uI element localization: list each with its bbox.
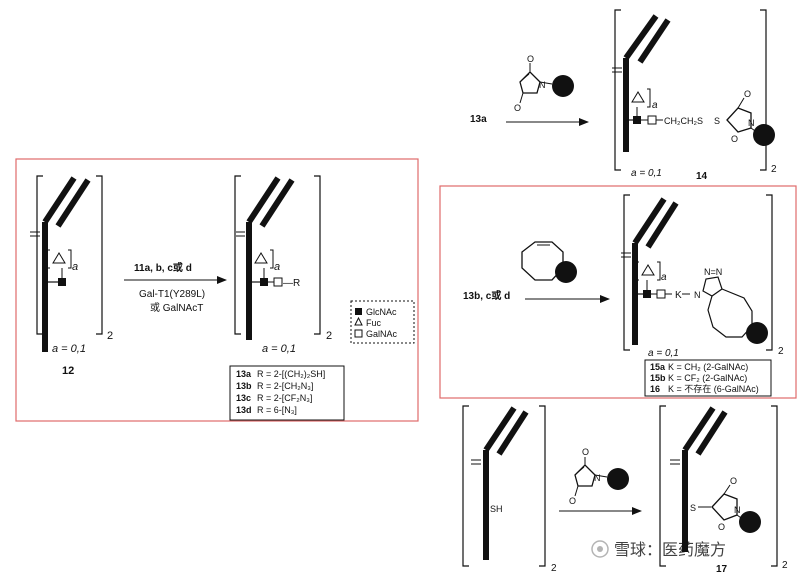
galnac-legend-icon bbox=[354, 329, 363, 338]
fuc-triangle-icon bbox=[631, 91, 645, 103]
reagent-line-2: Gal-T1(Y289L) bbox=[139, 289, 205, 300]
table-row-id: 13b bbox=[236, 381, 252, 391]
thiol-sh-label: SH bbox=[490, 504, 503, 514]
galnac-square-icon bbox=[273, 277, 283, 287]
bracket-subscript: 2 bbox=[778, 346, 784, 357]
bracket-subscript: 2 bbox=[326, 330, 332, 342]
product-table-15-16 bbox=[644, 359, 772, 397]
galnac-square-icon bbox=[656, 289, 666, 299]
reactants-13bcd: 13b, c或 d bbox=[463, 289, 510, 302]
maleimide-reagent-top bbox=[519, 63, 574, 104]
maleimide-o-label: O bbox=[527, 54, 534, 64]
table-row-text: K = CF₂ (2-GalNAc) bbox=[668, 373, 747, 383]
fuc-count-sub: a bbox=[661, 272, 667, 283]
product-table-13 bbox=[229, 365, 345, 421]
table-row-text: R = 2-[CH₂N₃] bbox=[257, 381, 313, 391]
maleimide-n-label: N bbox=[748, 118, 755, 128]
linker-label: CH₂CH₂S bbox=[664, 116, 703, 126]
fuc-triangle-icon bbox=[641, 264, 655, 276]
payload-sphere-icon bbox=[753, 124, 775, 146]
legend-fuc-label: Fuc bbox=[366, 318, 382, 328]
table-row-id: 13a bbox=[236, 369, 252, 379]
maleimide-o-label: O bbox=[569, 496, 576, 506]
table-row-id: 16 bbox=[650, 384, 660, 394]
a-range-note: a = 0,1 bbox=[52, 343, 86, 355]
antibody-12 bbox=[30, 175, 103, 352]
fuc-legend-icon bbox=[354, 316, 363, 326]
k-linker-label: K bbox=[675, 290, 682, 301]
watermark-text: 雪球：医药魔方 bbox=[614, 541, 726, 559]
product-label-14: 14 bbox=[696, 171, 708, 182]
reagent-line-1: 11a, b, c或 d bbox=[134, 261, 192, 274]
fuc-count-sub: a bbox=[652, 100, 658, 111]
table-row-id: 13c bbox=[236, 393, 251, 403]
compound-label-12: 12 bbox=[62, 365, 74, 377]
watermark bbox=[591, 540, 609, 558]
a-range-note: a = 0,1 bbox=[648, 348, 679, 359]
maleimide-o-label: O bbox=[744, 89, 751, 99]
maleimide-n-label: N bbox=[594, 473, 601, 483]
reactant-13a: 13a bbox=[470, 114, 487, 125]
table-row-id: 13d bbox=[236, 405, 252, 415]
r-group-label: —R bbox=[283, 278, 300, 289]
antibody-17 bbox=[659, 405, 778, 567]
reagent-line-3: 或 GalNAcT bbox=[150, 302, 203, 314]
thioether-s-label: S bbox=[690, 503, 696, 513]
product-table-15-16-rows: 15a K = CH₂ (2-GalNAc) 15b K = CF₂ (2-Ga… bbox=[650, 362, 759, 394]
payload-sphere-icon bbox=[552, 75, 574, 97]
middle-right-scheme-frame bbox=[439, 185, 797, 399]
left-scheme-frame bbox=[15, 158, 419, 422]
payload-sphere-icon bbox=[607, 468, 629, 490]
glcnac-square-icon bbox=[643, 290, 651, 298]
product-label-17: 17 bbox=[716, 564, 728, 575]
maleimide-o-label: O bbox=[514, 103, 521, 113]
watermark-logo-icon bbox=[591, 540, 609, 558]
payload-sphere-icon bbox=[739, 511, 761, 533]
fuc-count-sub: a bbox=[72, 261, 78, 273]
thioether-s-label: S bbox=[714, 116, 720, 126]
table-row-id: 15b bbox=[650, 373, 666, 383]
thiol-antibody bbox=[462, 405, 546, 567]
fuc-triangle-icon bbox=[52, 252, 66, 264]
antibody-13 bbox=[234, 175, 321, 340]
triazole-nn-label: N=N bbox=[704, 267, 722, 277]
bracket-subscript: 2 bbox=[107, 330, 113, 342]
maleimide-o-label: O bbox=[718, 522, 725, 532]
payload-sphere-icon bbox=[746, 322, 768, 344]
table-row-text: K = CH₂ (2-GalNAc) bbox=[668, 362, 748, 372]
antibody-14 bbox=[612, 9, 775, 171]
triazole-n-label: N bbox=[694, 290, 701, 300]
maleimide-o-label: O bbox=[731, 134, 738, 144]
fuc-count-sub: a bbox=[274, 261, 280, 273]
sugar-legend bbox=[350, 300, 415, 344]
table-row-id: 15a bbox=[650, 362, 666, 372]
maleimide-o-label: O bbox=[582, 447, 589, 457]
table-row-text: R = 2-[(CH₂)₂SH] bbox=[257, 369, 325, 379]
legend-galnac-label: GalNAc bbox=[366, 329, 398, 339]
glcnac-square-icon bbox=[633, 116, 641, 124]
cyclooctyne-reagent bbox=[521, 241, 577, 283]
payload-sphere-icon bbox=[555, 261, 577, 283]
galnac-square-icon bbox=[647, 115, 657, 125]
bracket-subscript: 2 bbox=[782, 560, 788, 571]
product-table-13-rows: 13a R = 2-[(CH₂)₂SH] 13b R = 2-[CH₂N₃] 1… bbox=[236, 369, 325, 415]
glcnac-square-icon bbox=[58, 278, 66, 286]
table-row-text: R = 2-[CF₂N₃] bbox=[257, 393, 312, 403]
legend-glcnac-label: GlcNAc bbox=[366, 307, 397, 317]
a-range-note: a = 0,1 bbox=[631, 168, 662, 179]
table-row-text: R = 6-[N₃] bbox=[257, 405, 297, 415]
maleimide-n-label: N bbox=[539, 80, 546, 90]
fuc-triangle-icon bbox=[254, 252, 268, 264]
bracket-subscript: 2 bbox=[551, 563, 557, 574]
maleimide-reagent-bottom bbox=[574, 457, 629, 497]
bracket-subscript: 2 bbox=[771, 164, 777, 175]
antibody-15-16 bbox=[621, 194, 773, 351]
maleimide-n-label: N bbox=[734, 505, 741, 515]
maleimide-o-label: O bbox=[730, 476, 737, 486]
a-range-note: a = 0,1 bbox=[262, 343, 296, 355]
table-row-text: K = 不存在 (6-GalNAc) bbox=[668, 383, 759, 394]
glcnac-square-icon bbox=[260, 278, 268, 286]
glcnac-legend-icon bbox=[355, 308, 362, 315]
